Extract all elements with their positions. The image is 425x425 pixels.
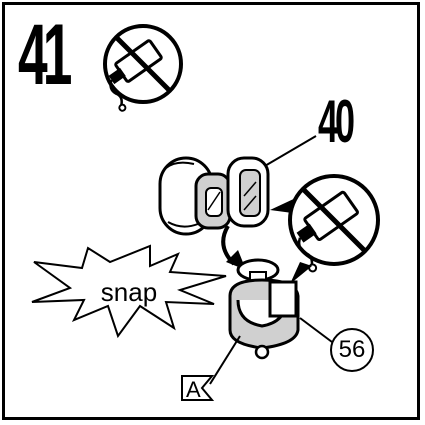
position-marker-flag — [181, 375, 215, 401]
position-marker: A — [186, 377, 201, 402]
no-glue-icon — [288, 174, 380, 273]
step-number: 41 — [18, 7, 72, 103]
part-number: 40 — [318, 88, 355, 155]
snap-burst — [31, 244, 227, 339]
capsule-part — [158, 156, 270, 236]
snap-label: snap — [100, 277, 158, 307]
clip-part — [228, 258, 300, 360]
callout-number: 56 — [330, 328, 374, 372]
no-glue-icon — [103, 24, 183, 112]
part-leader-line — [257, 135, 317, 171]
marker-leader-line — [209, 335, 241, 385]
callout-leader-line — [299, 317, 333, 343]
diagram-frame — [2, 2, 420, 420]
